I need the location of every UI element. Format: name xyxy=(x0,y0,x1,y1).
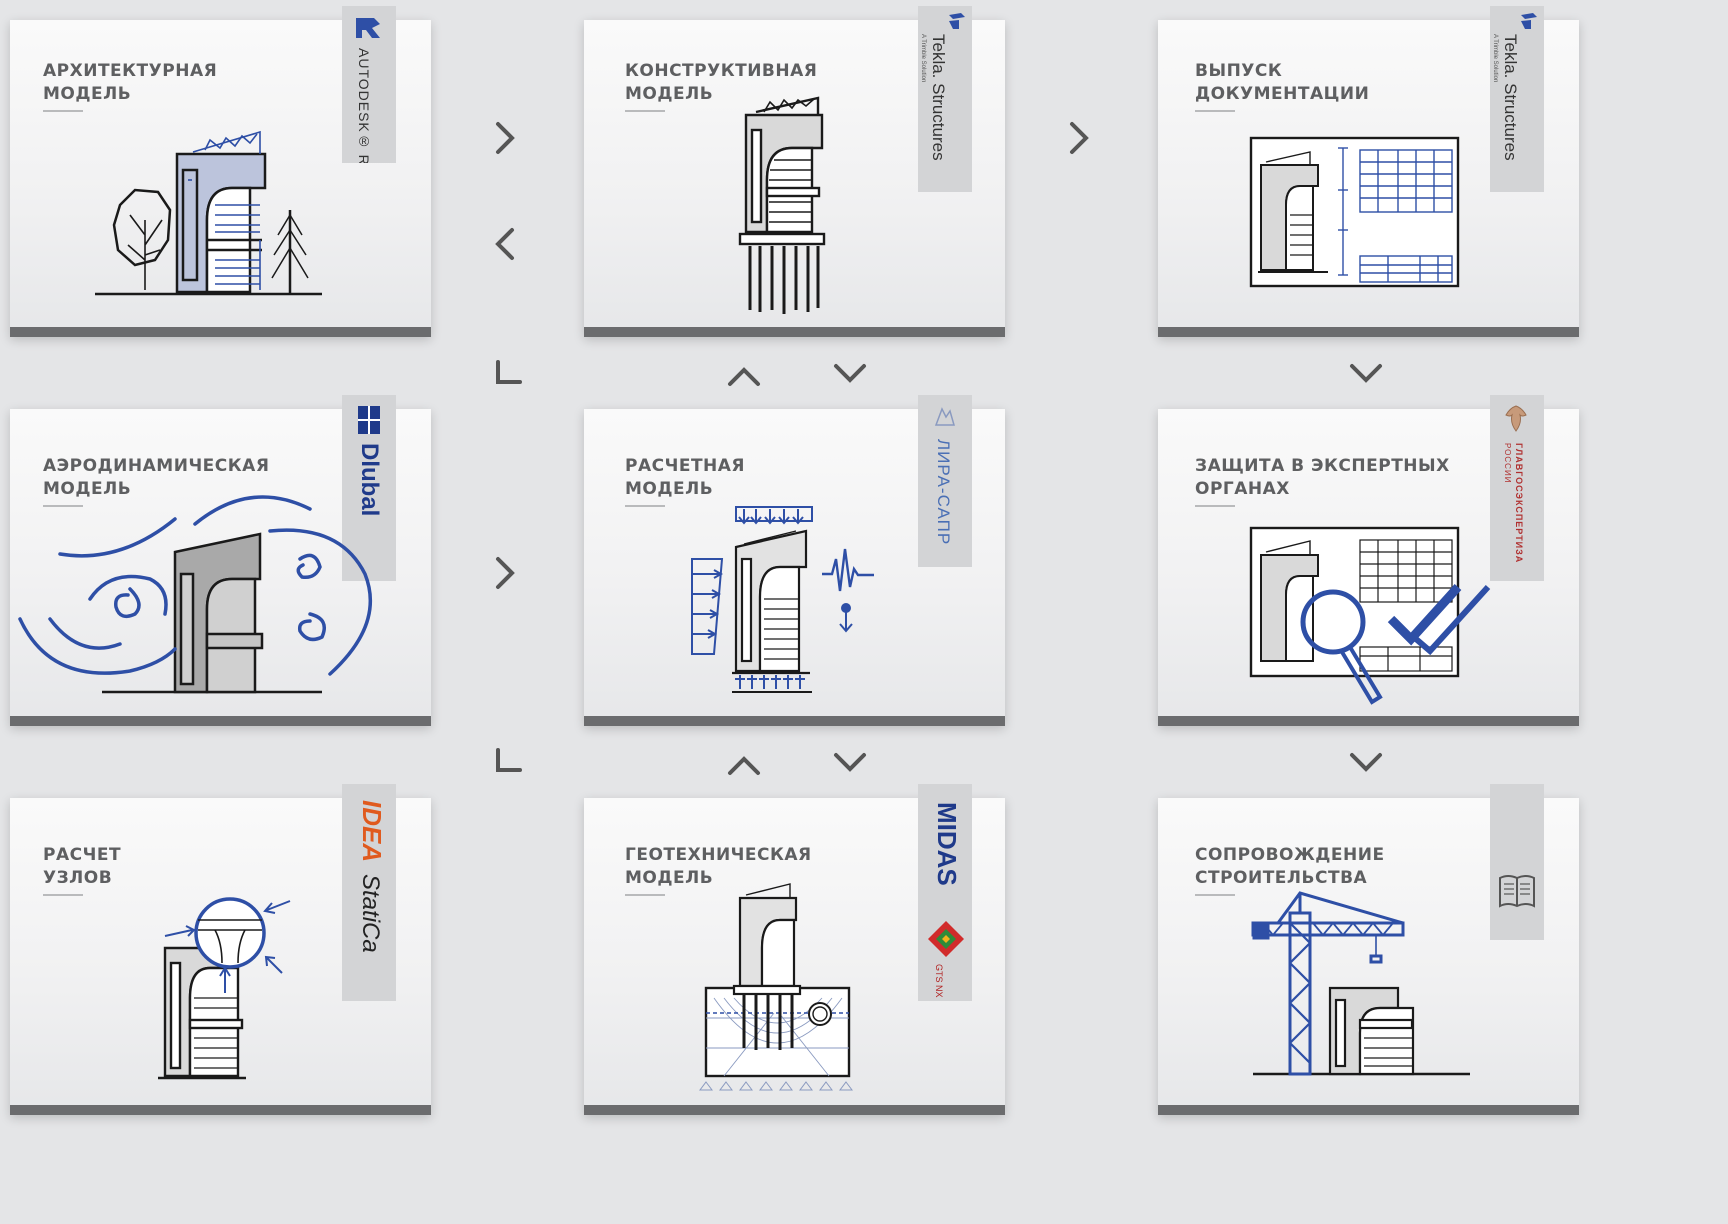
card-expert-review[interactable]: ЗАЩИТА В ЭКСПЕРТНЫХ ОРГАНАХ ГЛАВГОСЭКСПЕ… xyxy=(1158,409,1579,726)
card-structural-model[interactable]: КОНСТРУКТИВНАЯ МОДЕЛЬ Tekla. Structures … xyxy=(584,20,1005,337)
card-node-calculation[interactable]: РАСЧЕТ УЗЛОВ IDEA StatiCa xyxy=(10,798,431,1115)
corner-down-left-icon xyxy=(494,746,524,776)
construction-crane-illustration xyxy=(1158,798,1579,1115)
expert-review-illustration xyxy=(1158,409,1579,726)
card-aerodynamic-model[interactable]: АЭРОДИНАМИЧЕСКАЯ МОДЕЛЬ Dlubal xyxy=(10,409,431,726)
chevron-right-icon xyxy=(490,120,520,156)
card-bottom-bar xyxy=(584,716,1005,726)
card-construction-support[interactable]: СОПРОВОЖДЕНИЕ СТРОИТЕЛЬСТВА xyxy=(1158,798,1579,1115)
card-bottom-bar xyxy=(1158,327,1579,337)
card-bottom-bar xyxy=(584,327,1005,337)
documentation-drawing-illustration xyxy=(1158,20,1579,337)
card-bottom-bar xyxy=(10,1105,431,1115)
architectural-building-illustration xyxy=(10,20,431,337)
card-geotechnical-model[interactable]: ГЕОТЕХНИЧЕСКАЯ МОДЕЛЬ MIDAS GTS NX xyxy=(584,798,1005,1115)
node-calculation-illustration xyxy=(10,798,431,1115)
chevron-down-icon xyxy=(1348,749,1384,779)
card-bottom-bar xyxy=(1158,1105,1579,1115)
chevron-right-icon xyxy=(490,555,520,591)
corner-down-left-icon xyxy=(494,358,524,388)
card-bottom-bar xyxy=(1158,716,1579,726)
structural-frame-illustration xyxy=(584,20,1005,337)
calculation-model-illustration xyxy=(584,409,1005,726)
card-calculation-model[interactable]: РАСЧЕТНАЯ МОДЕЛЬ ЛИРА-САПР xyxy=(584,409,1005,726)
chevron-down-icon xyxy=(832,360,868,390)
chevron-up-icon xyxy=(726,360,762,390)
geotechnical-model-illustration xyxy=(584,798,1005,1115)
chevron-down-icon xyxy=(1348,360,1384,390)
chevron-up-icon xyxy=(726,749,762,779)
card-bottom-bar xyxy=(10,716,431,726)
chevron-down-icon xyxy=(832,749,868,779)
wind-flow-building-illustration xyxy=(10,409,431,726)
card-architectural-model[interactable]: АРХИТЕКТУРНАЯ МОДЕЛЬ AUTODESK® REVIT® xyxy=(10,20,431,337)
chevron-left-icon xyxy=(490,226,520,262)
card-bottom-bar xyxy=(584,1105,1005,1115)
chevron-right-icon xyxy=(1064,120,1094,156)
card-documentation-release[interactable]: ВЫПУСК ДОКУМЕНТАЦИИ Tekla. Structures A … xyxy=(1158,20,1579,337)
card-bottom-bar xyxy=(10,327,431,337)
